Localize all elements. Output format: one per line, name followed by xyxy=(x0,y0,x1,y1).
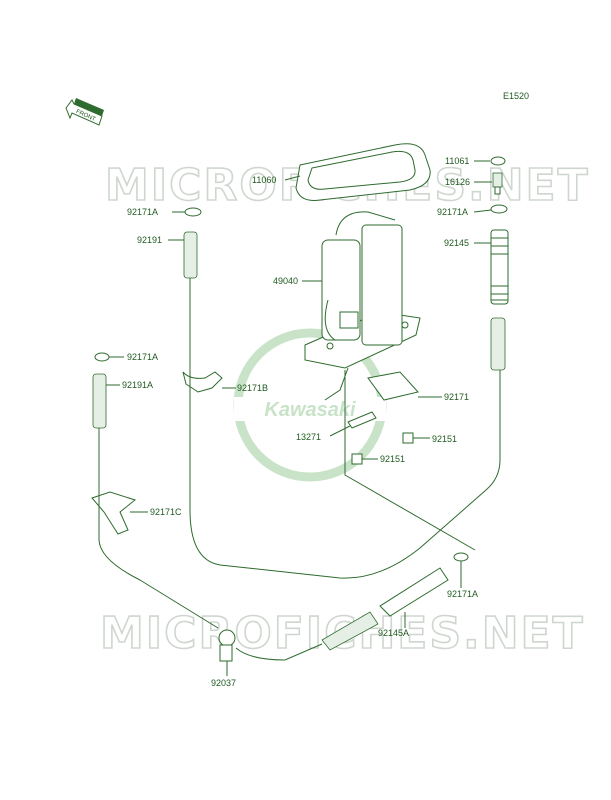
label-92037: 92037 xyxy=(211,678,236,688)
bracket-92171 xyxy=(367,371,419,401)
label-92171b: 92171B xyxy=(237,383,268,393)
washer-11061 xyxy=(490,156,506,166)
spring-92145a xyxy=(379,567,449,617)
label-92171c: 92171C xyxy=(150,507,182,517)
elbow-92037 xyxy=(218,629,236,662)
hose-92191 xyxy=(183,231,198,279)
clamp-92171a-tr xyxy=(490,204,508,214)
label-16126: 16126 xyxy=(445,177,470,187)
label-49040: 49040 xyxy=(273,276,298,286)
fuel-pump-49040 xyxy=(304,211,421,369)
plate-13271 xyxy=(347,411,377,429)
label-92171a-tl: 92171A xyxy=(127,207,158,217)
label-92171a-br: 92171A xyxy=(447,589,478,599)
label-92145a: 92145A xyxy=(378,628,409,638)
hose-92191a xyxy=(92,373,107,429)
gasket-11060 xyxy=(295,143,431,201)
label-92191: 92191 xyxy=(137,235,162,245)
label-92171: 92171 xyxy=(444,392,469,402)
routing-line-bottom xyxy=(235,643,323,661)
label-11060: 11060 xyxy=(252,175,276,185)
label-11061: 11061 xyxy=(445,156,469,166)
spring-92145 xyxy=(490,229,509,305)
label-92171a-tr: 92171A xyxy=(437,207,468,217)
hose-bottom xyxy=(321,611,379,651)
bolt-92151-a xyxy=(402,432,414,444)
clamp-92171a-ml xyxy=(94,352,110,362)
label-92151-b: 92151 xyxy=(380,454,405,464)
label-92145: 92145 xyxy=(444,238,469,248)
hose-right-lower xyxy=(490,317,506,371)
fitting-16126 xyxy=(492,172,503,195)
label-13271: 13271 xyxy=(296,432,321,442)
label-92171a-ml: 92171A xyxy=(127,352,158,362)
front-arrow-icon: FRONT xyxy=(65,98,104,126)
bolt-92151-b xyxy=(351,453,363,465)
leader-lines xyxy=(106,160,492,676)
routing-line-center xyxy=(344,370,476,551)
routing-line-main xyxy=(189,278,501,579)
clamp-92171a-tl xyxy=(184,207,202,217)
clamp-92171a-br xyxy=(453,552,469,562)
routing-line-left xyxy=(98,428,219,629)
label-92191a: 92191A xyxy=(122,380,153,390)
clamp-92171c xyxy=(91,491,137,535)
label-92151-a: 92151 xyxy=(432,434,457,444)
logo-text: Kawasaki xyxy=(264,399,356,421)
clamp-92171b xyxy=(182,371,223,393)
diagram-code: E1520 xyxy=(503,91,529,101)
